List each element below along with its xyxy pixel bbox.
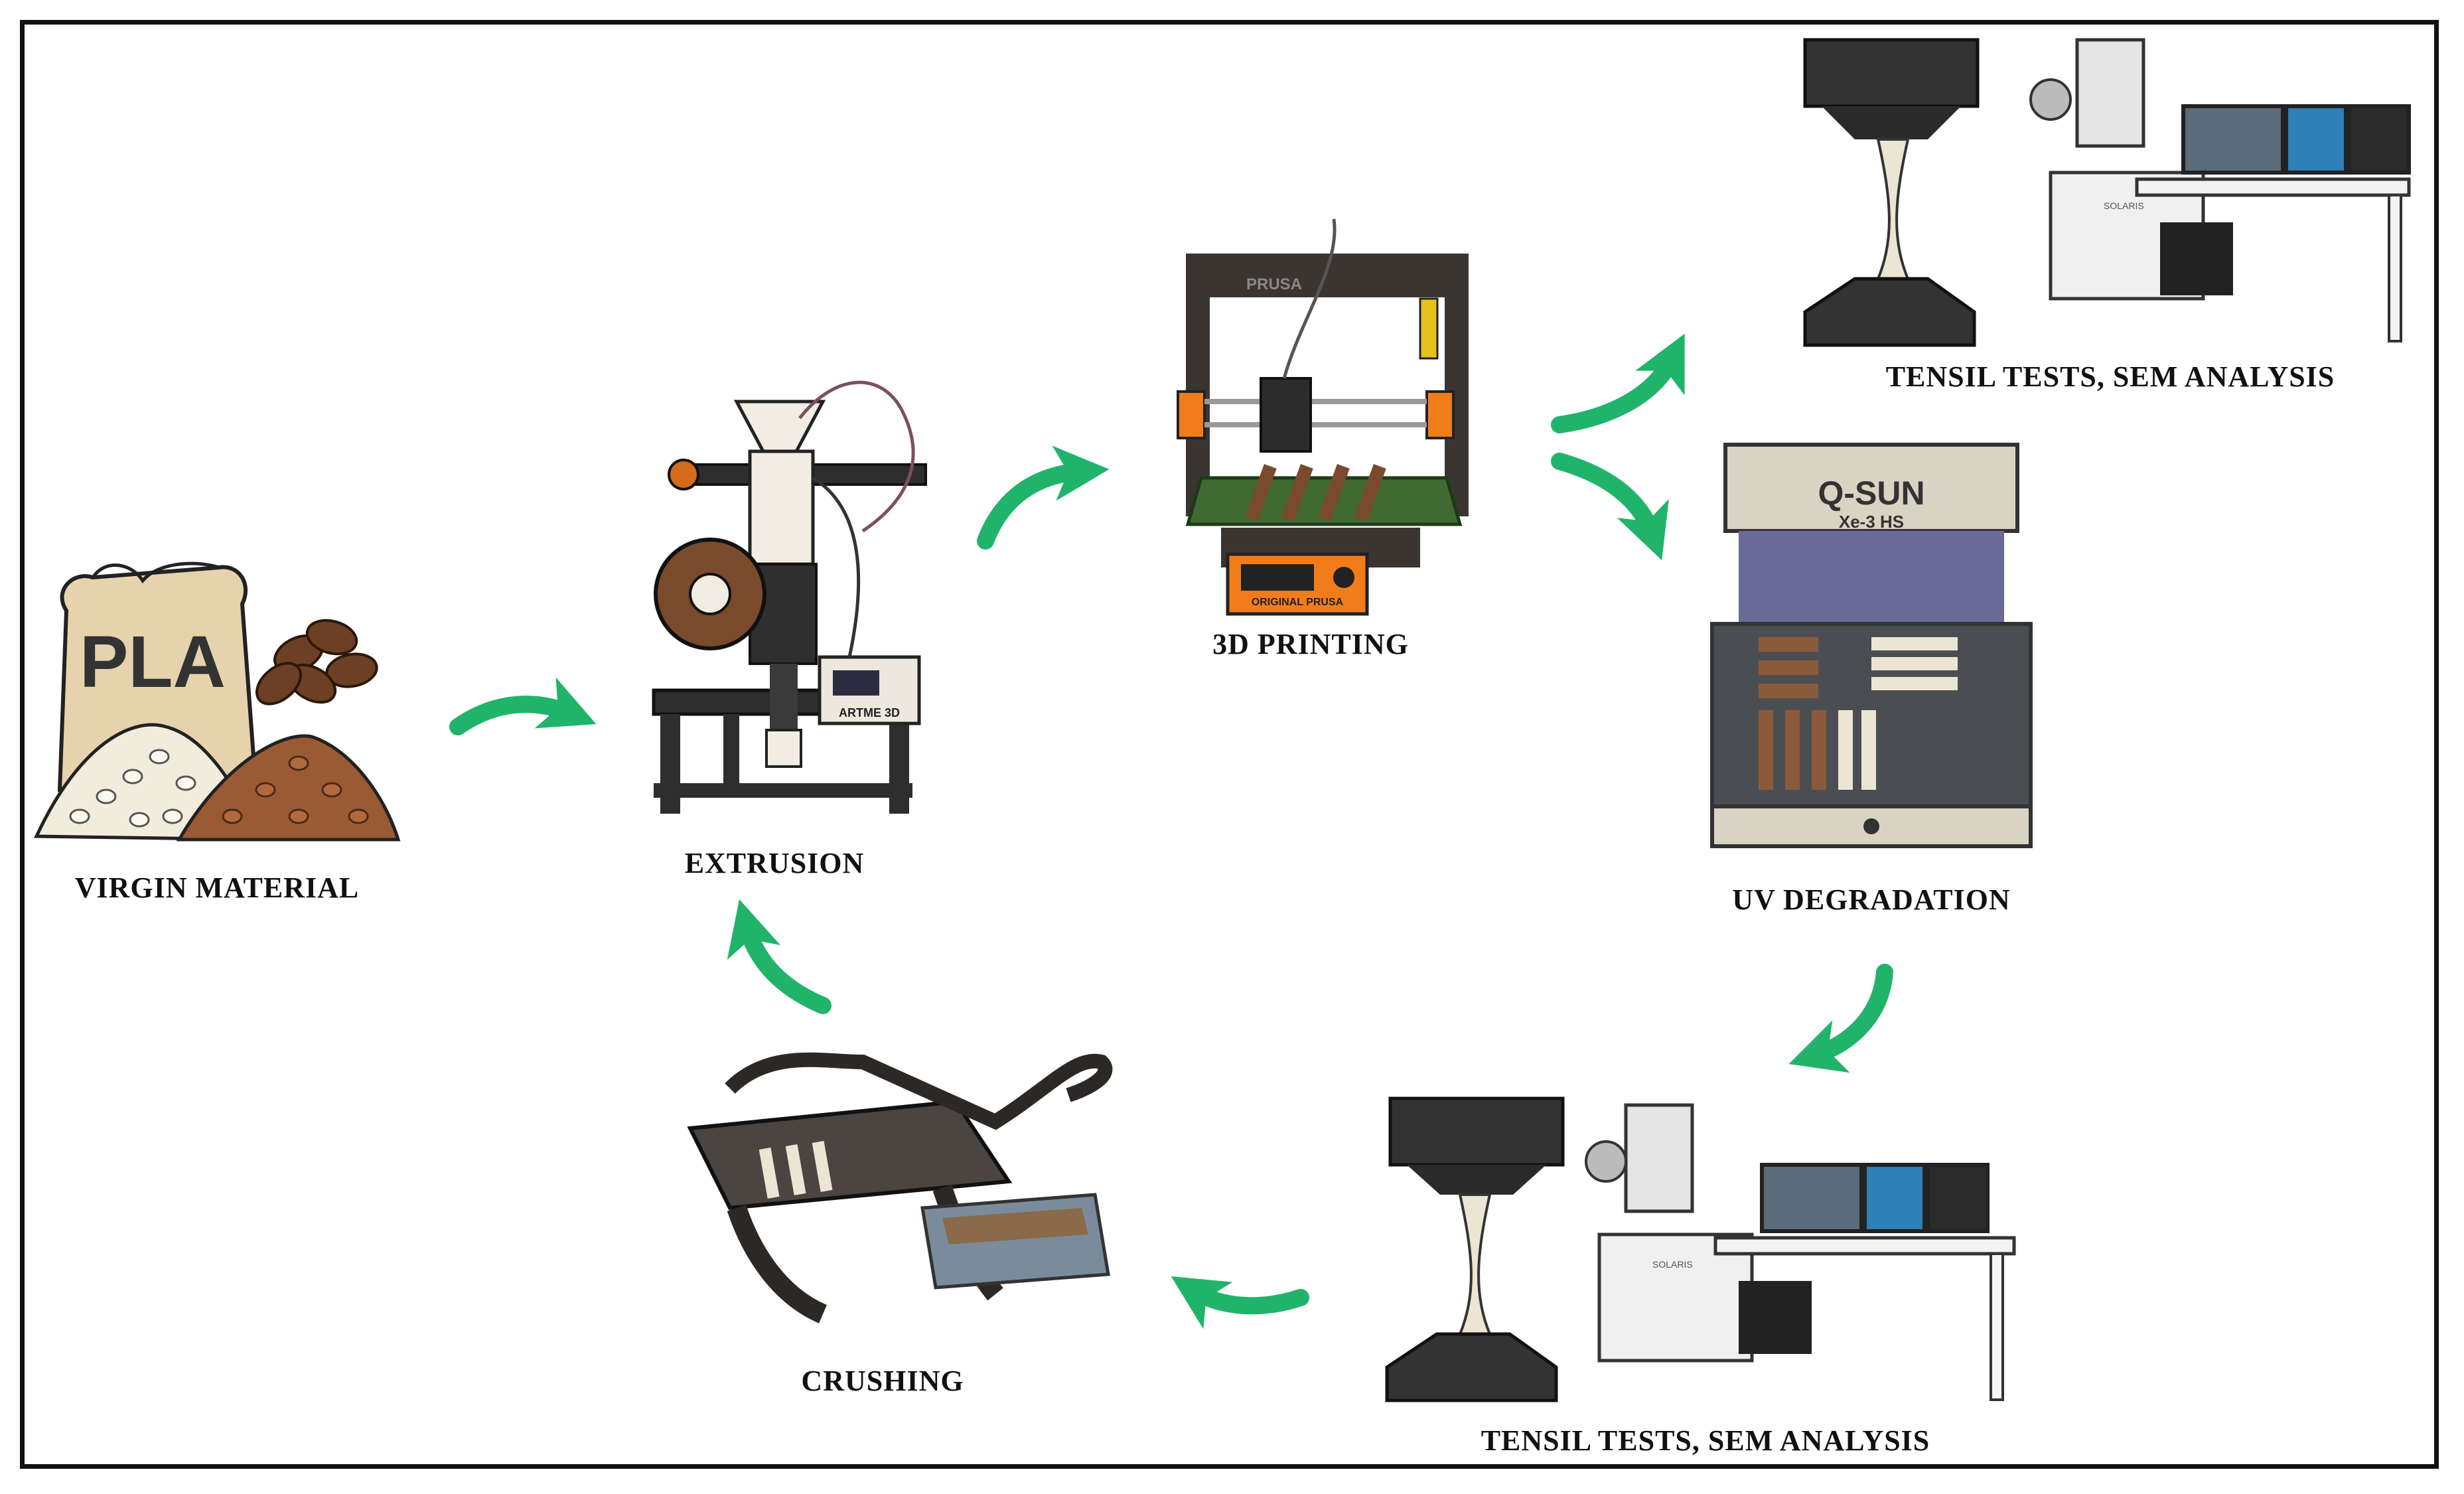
label-tensile-top: TENSIL TESTS, SEM ANALYSIS (1885, 360, 2335, 393)
label-3d-printing: 3D PRINTING (1212, 628, 1409, 660)
flow-arrows (449, 333, 1893, 1329)
solaris-top-text: SOLARIS (2104, 200, 2144, 211)
label-extrusion: EXTRUSION (684, 847, 865, 879)
label-uv-degradation: UV DEGRADATION (1732, 883, 2011, 916)
label-crushing: CRUSHING (801, 1365, 964, 1397)
arrow-extrusion-to-printing (977, 445, 1110, 550)
arrow-printing-to-uv (1551, 453, 1669, 561)
arrow-uv-to-tensile (1788, 964, 1893, 1073)
tensile-sem-bottom-illustration: SOLARIS (1385, 1096, 2016, 1402)
crusher-illustration (687, 1052, 1113, 1323)
diagram-frame (20, 20, 2439, 1469)
virgin-material-illustration: PLA (34, 561, 401, 842)
arrow-printing-to-tensile (1551, 333, 1685, 433)
solaris-bottom-text: SOLARIS (1652, 1259, 1693, 1270)
extruder-illustration: ARTME 3D (652, 380, 927, 814)
label-virgin-material: VIRGIN MATERIAL (74, 871, 360, 904)
arrow-crushing-to-extrusion (727, 899, 832, 1014)
original-prusa-text: ORIGINAL PRUSA (1252, 597, 1344, 608)
arrow-tensile-to-crushing (1171, 1276, 1309, 1329)
artme-3d-text: ARTME 3D (839, 706, 900, 719)
uv-chamber-illustration: Q-SUN Xe-3 HS (1710, 443, 2033, 848)
label-tensile-bottom: TENSIL TESTS, SEM ANALYSIS (1481, 1424, 1930, 1457)
prusa-brand-text: PRUSA (1246, 275, 1302, 293)
tensile-sem-top-illustration: SOLARIS (1803, 38, 2411, 347)
3d-printer-illustration: PRUSA ORIGINAL PRUSA (1177, 218, 1469, 616)
q-sun-brand-text: Q-SUN (1818, 475, 1924, 512)
arrow-virgin-to-extrusion (449, 677, 597, 735)
q-sun-model-text: Xe-3 HS (1839, 512, 1904, 532)
pla-bag-text: PLA (80, 621, 226, 703)
